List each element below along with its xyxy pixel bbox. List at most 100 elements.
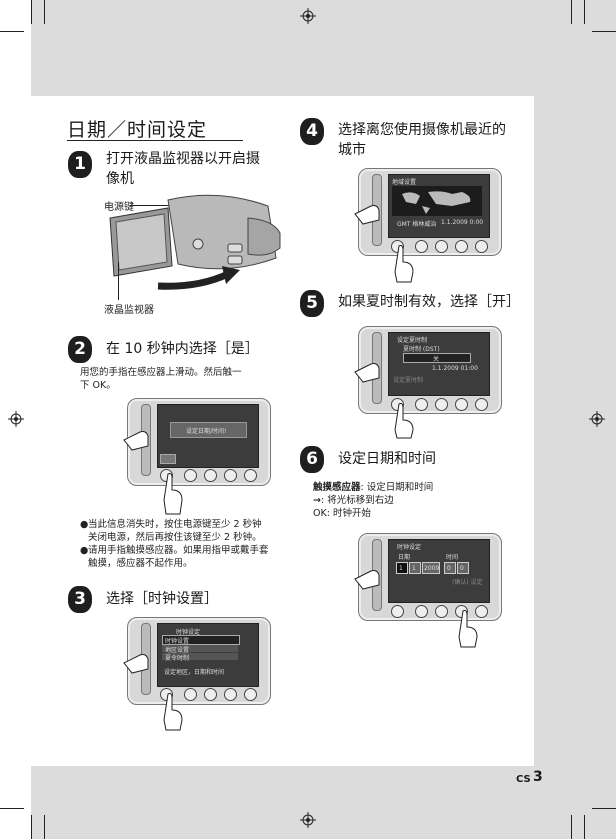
sensor-button[interactable] [415,605,428,618]
city-label: GMT 格林威治 [397,221,437,228]
screen-note: (确认) 设定 [452,579,483,586]
step-2-badge: 2 [68,336,92,363]
screen-button [160,454,176,464]
sensor-button[interactable] [204,688,217,701]
registration-mark-icon [589,411,605,427]
world-map-icon [392,186,482,216]
pointing-hand-icon [354,363,380,383]
menu-item[interactable] [162,653,238,660]
time-column-label: 时间 [446,554,459,561]
sensor-button[interactable] [224,469,237,482]
pointing-hand-icon [354,570,380,590]
sensor-button[interactable] [475,398,488,411]
sensor-button[interactable] [184,688,197,701]
sensor-button[interactable] [455,240,468,253]
registration-mark-icon [300,812,316,828]
sensor-button[interactable] [244,469,257,482]
time-field-value: 0 [460,565,464,572]
step-4-title: 选择离您使用摄像机最近的 城市 [338,122,506,158]
sensor-button[interactable] [204,469,217,482]
screen-header: 设定夏时制 [397,337,428,344]
pointing-hand-icon [123,654,149,674]
date-field-value: 2009 [424,565,440,572]
screen-time: 1.1.2009 0:00 [441,219,484,226]
sensor-button[interactable] [435,605,448,618]
pointing-hand-icon [163,693,183,731]
menu-item-selected[interactable] [162,635,240,645]
step-3-badge: 3 [68,586,92,613]
menu-item-label: 夏令时制 [165,655,190,662]
sensor-button[interactable] [415,398,428,411]
date-column-label: 日期 [398,554,411,561]
pointing-hand-icon [354,205,380,225]
lcd-monitor-label: 液晶监视器 [104,305,154,316]
crop-mark [571,815,572,839]
screen-time: 1.1.2009 01:00 [432,365,478,372]
crop-mark [0,31,24,32]
pointing-hand-icon [458,610,478,648]
bottom-margin-band [31,766,616,839]
sensor-button[interactable] [475,605,488,618]
crop-mark [31,815,32,839]
sensor-button[interactable] [184,469,197,482]
title-underline [67,140,243,141]
step-2-description: 用您的手指在感应器上滑动。然后触一 下 OK。 [80,367,242,391]
step-1-title: 打开液晶监视器以开启摄 像机 [106,151,260,187]
sensor-button[interactable] [244,688,257,701]
lcd-leader-line [118,262,119,300]
sensor-button[interactable] [415,240,428,253]
crop-mark [44,0,45,24]
menu-item[interactable] [162,645,238,652]
sensor-button[interactable] [435,398,448,411]
sensor-button[interactable] [475,240,488,253]
crop-mark [0,808,24,809]
step-4-badge: 4 [300,118,324,145]
message-bar [170,422,247,438]
pointing-hand-icon [163,473,183,515]
screen-header: 时钟设定 [397,544,422,551]
dst-value-bar[interactable] [403,353,471,363]
footer-language: CS [516,774,531,785]
sensor-button[interactable] [455,398,468,411]
step-6-instructions: 触摸感应器: 设定日期和时间 →: 将光标移到右边 OK: 时钟开始 [313,482,434,519]
registration-mark-icon [300,8,316,24]
crop-mark [584,815,585,839]
crop-mark [31,0,32,24]
screen-header: 地域设置 [392,179,417,186]
screen-footer: 设定地区，日期和时间 [164,669,225,676]
sensor-button[interactable] [435,240,448,253]
time-field-value: 0 [447,565,451,572]
screen-footer: 设定夏时制 [393,377,424,384]
page-title: 日期／时间设定 [67,119,208,141]
crop-mark [571,0,572,24]
menu-item-label: 时钟设置 [165,638,190,645]
date-field[interactable] [409,562,421,574]
date-field[interactable] [422,562,440,574]
pointing-hand-icon [394,245,414,283]
step-5-title: 如果夏时制有效，选择［开］ [338,294,520,310]
step-6-badge: 6 [300,446,324,473]
ok-button[interactable] [391,605,404,618]
right-margin-band [534,96,616,766]
sensor-button[interactable] [224,688,237,701]
camcorder-illustration [109,194,281,290]
crop-mark [584,0,585,24]
note-item: ● 当此信息消失时，按住电源键至少 2 秒钟 关闭电源，然后再按住该键至少 2 … [80,519,262,543]
step-3-title: 选择［时钟设置］ [106,591,218,607]
time-field[interactable] [457,562,469,574]
time-field[interactable] [444,562,456,574]
page-number: 3 [533,769,543,785]
pointing-hand-icon [123,431,149,451]
date-field[interactable] [396,562,408,574]
pointing-hand-icon [394,403,414,439]
step-5-badge: 5 [300,290,324,317]
power-leader-line [130,205,198,206]
crop-mark [44,815,45,839]
step-1-badge: 1 [68,151,92,178]
note-item: ● 请用手指触摸感应器。如果用指甲或戴手套 触摸，感应器不起作用。 [80,545,269,569]
lcd-screen [388,332,490,396]
message-text: 设定日期/时间! [186,428,227,435]
date-field-value: 1 [399,565,403,572]
step-6-title: 设定日期和时间 [338,451,436,467]
screen-subheader: 夏时制 (DST) [403,346,440,353]
